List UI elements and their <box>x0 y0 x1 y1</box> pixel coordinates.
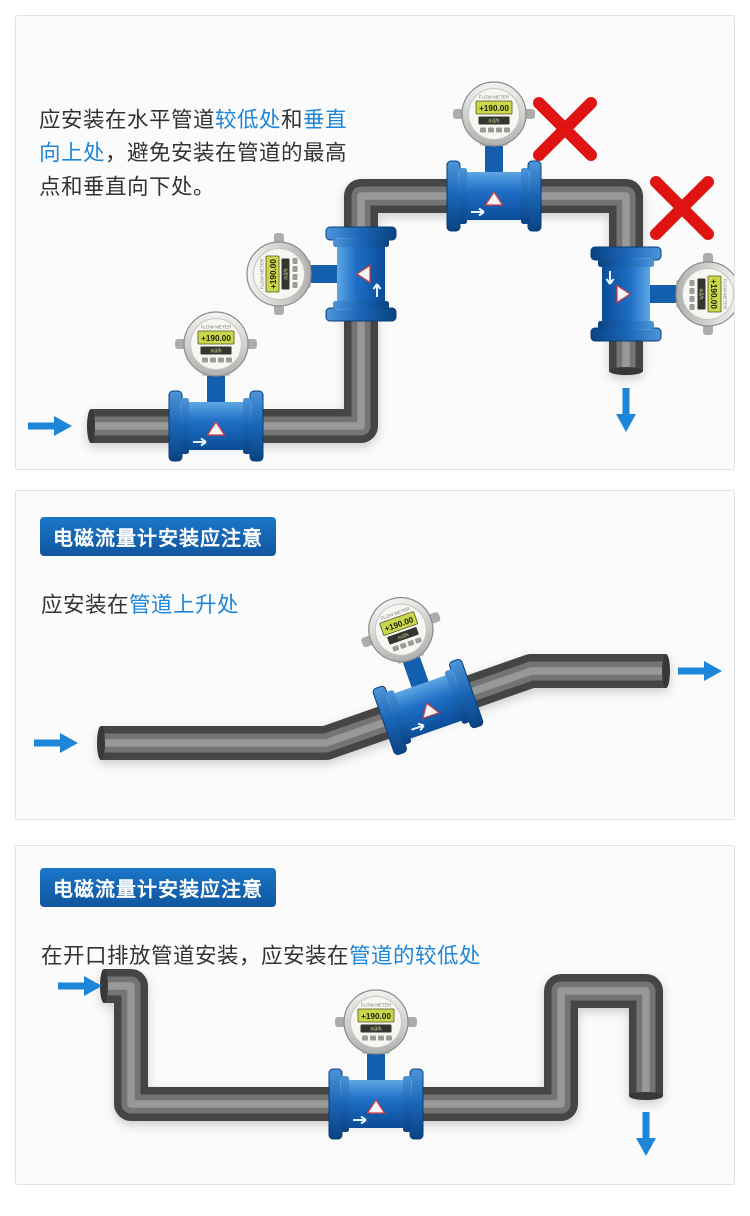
pipe-open-end <box>629 1092 663 1100</box>
flowmeter-high-point-wrong <box>446 81 542 232</box>
caption-text: 应安装在 <box>41 592 130 617</box>
caption-text: ，避免安装在管道的最高点和垂直向下处。 <box>39 141 348 199</box>
flow-arrow-down-icon <box>636 1112 656 1156</box>
flow-arrow-right-icon <box>58 976 102 996</box>
flowmeter-vertical-upward-correct <box>246 226 397 322</box>
caption-highlight: 较低处 <box>215 107 282 132</box>
panel3-caption: 在开口排放管道安装，应安装在管道的较低处 <box>41 940 481 974</box>
pipe-open-end <box>609 367 643 375</box>
wrong-position-x-icon <box>656 182 708 234</box>
flowmeter-low-horizontal-correct <box>168 311 264 462</box>
pipe-open-end <box>97 726 105 760</box>
panel-open-discharge-rule: 电磁流量计安装应注意 在开口排放管道安装，应安装在管道的较低处 <box>15 845 735 1185</box>
panel1-caption: 应安装在水平管道较低处和垂直向上处，避免安装在管道的最高点和垂直向下处。 <box>39 104 369 205</box>
caption-highlight: 管道上升处 <box>129 592 240 617</box>
flow-arrow-right-icon <box>28 416 72 436</box>
flow-arrow-right-icon <box>34 733 78 753</box>
caption-text: 在开口排放管道安装，应安装在 <box>41 943 350 968</box>
installation-diagram-horizontal <box>28 81 734 462</box>
pipe-open-end <box>100 969 108 1003</box>
panel-rising-pipe-rule: 电磁流量计安装应注意 应安装在管道上升处 <box>15 490 735 820</box>
installation-diagram-open-discharge <box>58 969 663 1156</box>
pipe-run <box>100 969 663 1121</box>
notice-badge: 电磁流量计安装应注意 <box>40 517 276 556</box>
pipe-open-end <box>87 409 95 443</box>
flowmeter-vertical-downward-wrong <box>590 246 734 342</box>
flow-arrow-down-icon <box>616 388 636 432</box>
flow-arrow-right-icon <box>678 661 722 681</box>
notice-badge: 电磁流量计安装应注意 <box>40 868 276 907</box>
panel2-caption: 应安装在管道上升处 <box>41 589 239 623</box>
caption-text: 应安装在水平管道 <box>39 107 216 132</box>
panel-horizontal-install-rule: 应安装在水平管道较低处和垂直向上处，避免安装在管道的最高点和垂直向下处。 <box>15 15 735 470</box>
caption-text: 和 <box>281 107 304 132</box>
pipe-open-end <box>662 654 670 688</box>
wrong-position-x-icon <box>539 103 591 155</box>
installation-diagram-rising <box>34 582 722 760</box>
flowmeter-low-section-correct <box>328 989 424 1140</box>
caption-highlight: 垂直向上处 <box>39 107 348 166</box>
caption-highlight: 管道的较低处 <box>349 943 482 968</box>
